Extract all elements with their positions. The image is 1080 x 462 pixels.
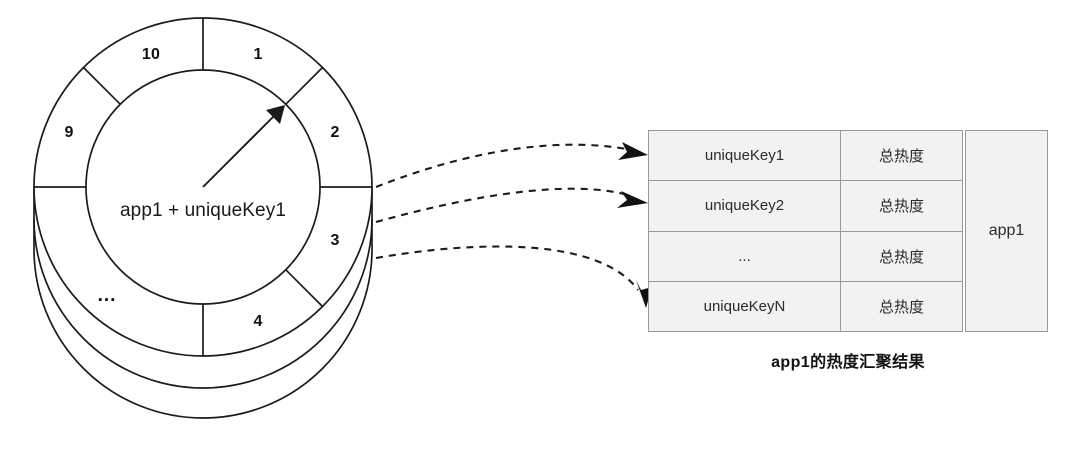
table-row: ... 总热度 — [648, 230, 963, 281]
ring-divider-45 — [285, 66, 324, 105]
table-cell-heat: 总热度 — [878, 298, 924, 316]
aggregation-table: uniqueKey1 总热度 uniqueKey2 总热度 ... 总热度 un… — [648, 130, 1048, 332]
cylinder-shadow-arc-inner — [33, 218, 373, 389]
ring-segment-label-ellipsis: ... — [97, 285, 117, 306]
pointer-arrow-shaft — [202, 112, 278, 188]
table-row: uniqueKey2 总热度 — [648, 180, 963, 231]
connector-arrow-2 — [375, 187, 633, 224]
table-row: uniqueKey1 总热度 — [648, 130, 963, 181]
table-cell-heat: 总热度 — [878, 198, 924, 216]
ring-divider-315 — [82, 66, 121, 105]
ring-segment-label-4: 4 — [253, 313, 263, 330]
pointer-arrow-head — [266, 105, 285, 124]
connector-arrows — [375, 142, 652, 308]
table-cell-key: uniqueKey2 — [649, 181, 841, 231]
ring-segment-label-2: 2 — [330, 124, 340, 141]
ring-dividers — [34, 18, 372, 356]
connector-arrow-1 — [375, 143, 633, 188]
connector-arrow-1-head — [618, 142, 648, 160]
ring-segment-label-9: 9 — [64, 124, 74, 141]
ring-segment-label-1: 1 — [253, 46, 263, 63]
table-cell-key: ... — [649, 231, 841, 281]
ring-segment-label-3: 3 — [330, 232, 340, 249]
table-row: uniqueKeyN 总热度 — [648, 280, 963, 332]
table-cell-key: uniqueKey1 — [649, 131, 841, 181]
cylinder-shadow-arc-outer — [33, 248, 373, 419]
ring-segment-label-10: 10 — [141, 46, 161, 63]
table-cell-key: uniqueKeyN — [649, 281, 841, 331]
ring-center-label: app1 + uniqueKey1 — [120, 200, 286, 221]
ring-divider-135 — [285, 269, 324, 308]
table-cell-heat: 总热度 — [878, 148, 924, 166]
table-cell-heat: 总热度 — [878, 248, 924, 266]
connector-arrow-2-head — [617, 191, 648, 208]
pointer-arrow — [202, 105, 285, 188]
table-cell-app: app1 — [965, 130, 1048, 332]
connector-arrow-3 — [375, 245, 639, 291]
aggregation-table-rows: uniqueKey1 总热度 uniqueKey2 总热度 ... 总热度 un… — [648, 130, 963, 332]
table-caption: app1的热度汇聚结果 — [771, 354, 925, 371]
